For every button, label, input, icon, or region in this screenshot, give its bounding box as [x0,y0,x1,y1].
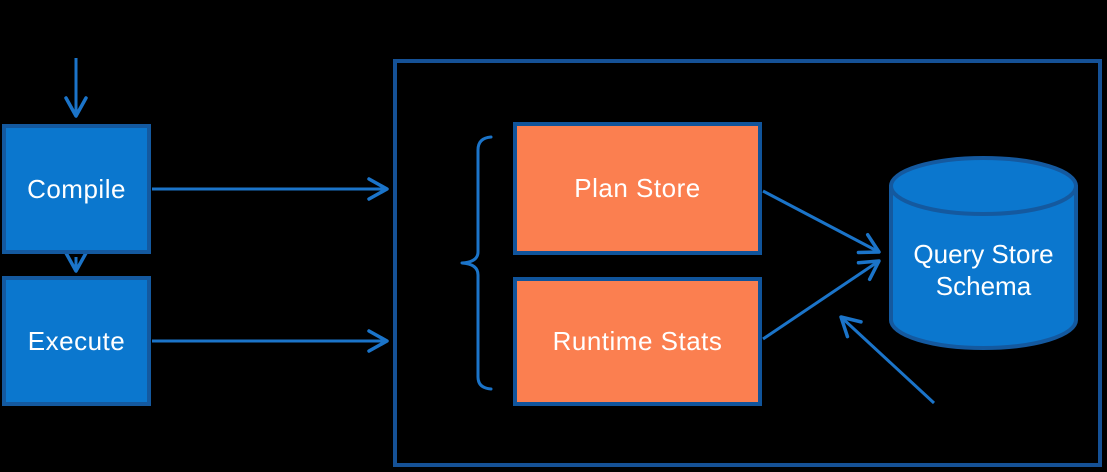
plan-store-label: Plan Store [574,173,701,203]
compile-label: Compile [27,173,126,204]
query-store-schema-label: Query Store Schema [913,238,1054,302]
plan-store-node: Plan Store [513,122,762,255]
compile-node: Compile [2,124,151,254]
execute-node: Execute [2,276,151,406]
query-store-container [393,59,1102,467]
runtime-stats-node: Runtime Stats [513,277,762,406]
runtime-stats-label: Runtime Stats [552,326,723,356]
execute-label: Execute [27,325,126,356]
